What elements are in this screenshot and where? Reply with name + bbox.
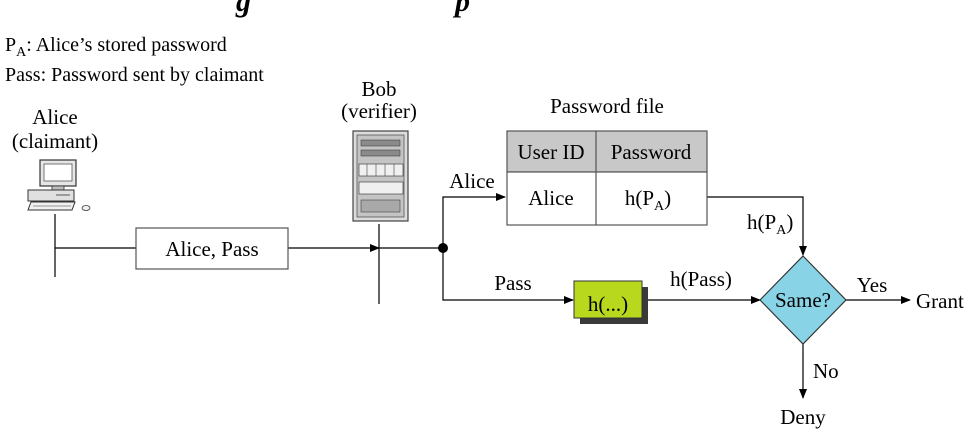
message-box-label: Alice, Pass (165, 237, 258, 261)
edge-label-hpass: h(Pass) (670, 267, 732, 291)
decision-label: Same? (775, 288, 831, 312)
hash-function-label: h(...) (588, 292, 628, 316)
edge-label-alice: Alice (449, 169, 494, 193)
header-password: Password (611, 140, 692, 164)
title-fragment-2: p (452, 0, 470, 18)
legend-line-1: PA: Alice’s stored password (5, 34, 227, 60)
alice-name: Alice (32, 105, 77, 129)
alice-role: (claimant) (12, 129, 98, 153)
network-lines (54, 193, 911, 399)
hash-function-box: h(...) (573, 280, 648, 324)
bob-role: (verifier) (341, 99, 417, 123)
edge-label-hpa: h(PA) (747, 210, 793, 238)
password-file-table: User ID Password Alice h(PA) (506, 130, 708, 226)
edge-label-no: No (813, 359, 839, 383)
cell-user-alice: Alice (528, 186, 573, 210)
edge-label-yes: Yes (857, 273, 888, 297)
outcome-grant: Grant (916, 289, 964, 313)
computer-icon (27, 159, 91, 211)
junction-dot (438, 243, 448, 253)
header-user-id: User ID (517, 140, 584, 164)
cell-password-hash: h(PA) (625, 186, 671, 214)
edge-label-pass: Pass (494, 271, 531, 295)
server-icon (352, 130, 409, 222)
legend-line-2: Pass: Password sent by claimant (5, 64, 264, 86)
decision-diamond: Same? (759, 255, 847, 345)
title-fragment: g (235, 0, 251, 18)
message-box: Alice, Pass (135, 227, 289, 270)
bob-name: Bob (361, 77, 396, 101)
outcome-deny: Deny (780, 405, 826, 429)
password-file-caption: Password file (550, 94, 664, 118)
